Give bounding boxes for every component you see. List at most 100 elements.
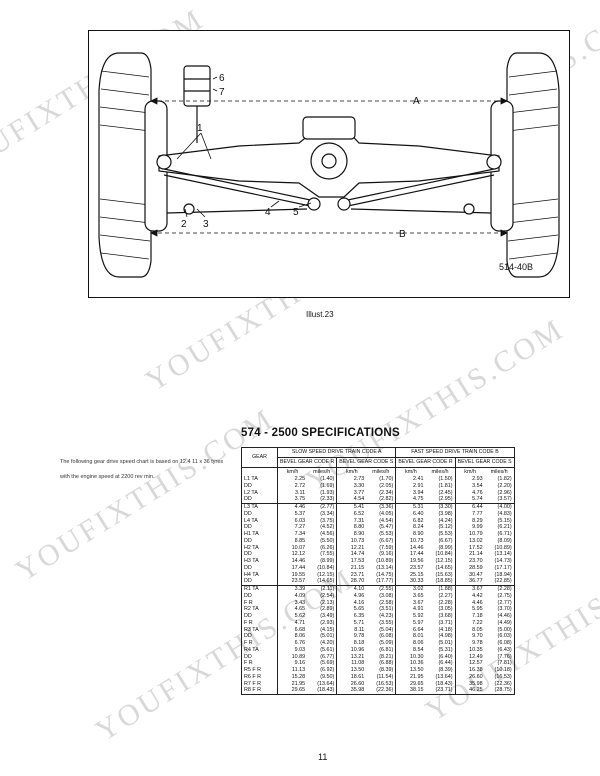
speed-kmh-cell: 10.96 (350, 646, 365, 653)
gear-cell: H1 TA (241, 531, 278, 538)
speed-mph-cell: (28.75) (484, 687, 515, 696)
speed-mph-cell: (1.93) (307, 489, 338, 497)
speed-mph-cell: (14.75) (366, 571, 397, 579)
speed-mph-cell: (13.14) (484, 551, 515, 558)
speed-mph-cell: (6.03) (484, 633, 515, 640)
speed-kmh-cell: 2.91 (412, 482, 424, 489)
speed-kmh-cell: 2.41 (412, 476, 424, 482)
speed-mph-cell: (1.70) (366, 476, 397, 483)
unit-kmh: km/h (286, 468, 299, 475)
speed-kmh-cell: 3.67 (412, 599, 424, 606)
gear-cell: DD (241, 633, 278, 640)
speed-mph-cell: (8.09) (484, 537, 515, 545)
speed-kmh-cell: 9.99 (472, 524, 483, 531)
unit-mph: miles/h (484, 467, 515, 476)
speed-kmh-cell: 3.54 (472, 482, 483, 489)
speed-kmh-cell: 8.06 (294, 633, 306, 640)
gear-cell: F R (241, 619, 278, 627)
speed-mph-cell: (2.34) (366, 489, 397, 497)
speed-kmh-cell: 6.40 (412, 510, 424, 517)
speed-kmh-cell: 14.74 (350, 551, 365, 558)
gear-cell: L1 TA (241, 476, 278, 483)
speed-kmh-cell: 23.57 (277, 578, 308, 587)
speed-kmh-cell: 10.89 (291, 653, 306, 660)
speed-mph-cell: (5.04) (366, 626, 397, 634)
speed-kmh-cell: 4.42 (472, 592, 483, 599)
speed-mph-cell: (4.23) (366, 613, 397, 620)
speed-mph-cell: (3.57) (484, 496, 515, 505)
speed-kmh-cell: 5.62 (294, 613, 306, 619)
speed-mph-cell: (8.99) (425, 544, 456, 552)
speed-mph-cell: (3.08) (366, 592, 397, 600)
speed-mph-cell: (4.24) (425, 517, 456, 525)
speed-mph-cell: (2.75) (484, 592, 515, 600)
speed-mph-cell: (18.43) (425, 680, 456, 688)
speed-kmh-cell: 8.11 (354, 626, 365, 633)
speed-mph-cell: (2.58) (366, 599, 397, 607)
speed-kmh-cell: 29.65 (409, 680, 424, 687)
speed-kmh-cell: 8.05 (472, 626, 483, 633)
speed-kmh-cell: 5.31 (412, 504, 424, 510)
speed-mph-cell: (4.49) (484, 619, 515, 627)
speed-kmh-cell: 6.64 (412, 626, 424, 633)
speed-mph-cell: (16.53) (366, 680, 397, 688)
speed-mph-cell: (10.18) (484, 667, 515, 674)
speed-mph-cell: (1.40) (307, 476, 338, 483)
speed-mph-cell: (2.93) (307, 619, 338, 627)
speed-mph-cell: (18.43) (307, 687, 338, 696)
speed-mph-cell: (22.36) (366, 687, 397, 696)
fast-speed-header: FAST SPEED DRIVE TRAIN CODE B (395, 447, 515, 458)
speed-mph-cell: (6.67) (366, 537, 397, 545)
speed-kmh-cell: 4.75 (395, 496, 426, 505)
speed-kmh-cell: 13.50 (350, 667, 365, 673)
speed-kmh-cell: 8.90 (412, 531, 424, 537)
unit-kmh: km/h (345, 468, 358, 475)
speed-kmh-cell: 5.74 (455, 496, 485, 505)
speed-mph-cell: (6.88) (366, 660, 397, 667)
speed-kmh-cell: 9.70 (472, 633, 483, 640)
speed-kmh-cell: 2.73 (353, 476, 365, 482)
speed-mph-cell: (8.99) (307, 558, 338, 565)
speed-mph-cell: (6.08) (484, 640, 515, 647)
speed-mph-cell: (23.71) (425, 687, 456, 696)
speed-mph-cell: (11.54) (366, 673, 397, 681)
speed-kmh-cell: 9.78 (472, 640, 483, 646)
speed-mph-cell: (1.88) (425, 585, 456, 593)
speed-mph-cell: (5.09) (366, 640, 397, 647)
speed-mph-cell: (2.45) (425, 489, 456, 497)
speed-mph-cell: (6.21) (484, 524, 515, 531)
speed-mph-cell: (3.49) (307, 613, 338, 620)
speed-mph-cell: (13.64) (425, 673, 456, 681)
gear-cell: DD (241, 551, 278, 558)
unit-mph: miles/h (425, 467, 456, 476)
speed-mph-cell: (12.15) (425, 558, 456, 565)
gear-cell: H3 TA (241, 558, 278, 565)
speed-mph-cell: (17.77) (366, 578, 397, 587)
gear-cell: DD (241, 482, 278, 490)
speed-kmh-cell: 10.35 (469, 646, 483, 653)
speed-kmh-cell: 17.53 (350, 558, 365, 564)
speed-mph-cell: (8.39) (425, 667, 456, 674)
speed-kmh-cell: 12.21 (350, 544, 365, 551)
fast-bevel-s-header: BEVEL GEAR CODE S (454, 457, 515, 468)
speed-kmh-cell: 30.47 (469, 571, 483, 578)
speed-kmh-cell: 4.46 (472, 599, 483, 606)
gear-cell: DD (241, 564, 278, 572)
gear-cell: R3 TA (241, 626, 278, 634)
speed-mph-cell: (5.01) (307, 633, 338, 640)
speed-kmh-cell: 4.46 (294, 504, 306, 510)
unit-mph: miles/h (307, 467, 338, 476)
speed-mph-cell: (3.34) (307, 510, 338, 518)
speed-mph-cell: (4.00) (484, 503, 515, 511)
speed-mph-cell: (2.05) (366, 482, 397, 490)
speed-mph-cell: (6.40) (425, 653, 456, 661)
